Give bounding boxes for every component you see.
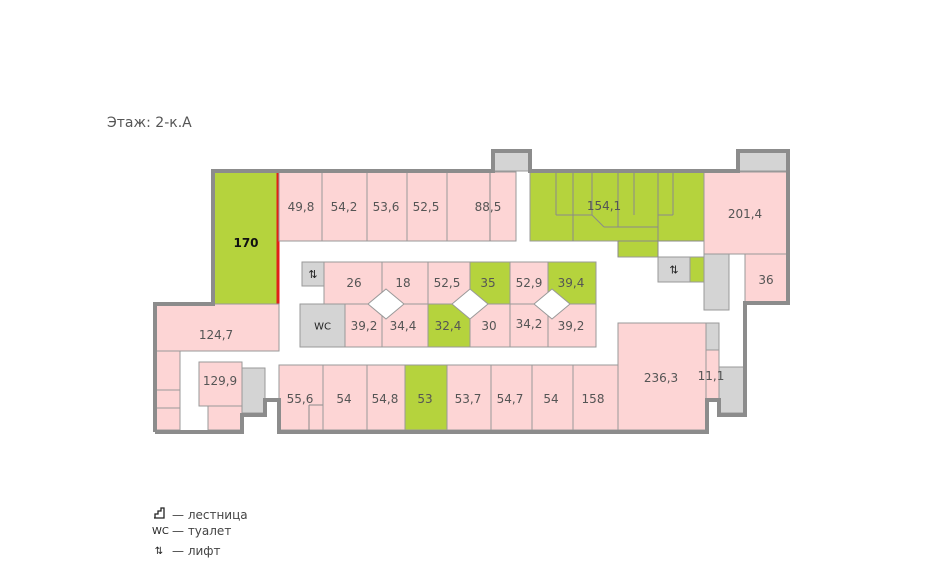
floor-title: Этаж: 2-к.А — [107, 115, 192, 131]
legend-stairs: — лестница — [152, 507, 248, 522]
service-area — [737, 150, 788, 172]
room-area-label: 11,1 — [698, 369, 725, 383]
service-area — [705, 322, 720, 351]
room-area-label: 18 — [395, 276, 410, 290]
room-area-label: 49,8 — [288, 200, 315, 214]
room-occupied[interactable] — [198, 361, 243, 407]
room-unlabelled — [207, 405, 243, 431]
room-area-label: 36 — [758, 273, 773, 287]
room-area-label: 39,2 — [558, 319, 585, 333]
room-area-label: 54,8 — [372, 392, 399, 406]
legend-lift: ⇅ — лифт — [152, 544, 221, 558]
room-area-label: 154,1 — [587, 199, 621, 213]
atrium-opening — [451, 288, 489, 320]
service-area — [703, 253, 730, 311]
room-area-label: 52,9 — [516, 276, 543, 290]
room-area-label: 39,4 — [558, 276, 585, 290]
room-unlabelled — [154, 389, 181, 409]
wc-icon: WC — [152, 525, 169, 537]
room-area-label: 39,2 — [351, 319, 378, 333]
lift-icon: ⇅ — [308, 268, 317, 281]
room-area-label: 54 — [543, 392, 558, 406]
room-area-label: 170 — [233, 236, 258, 250]
outer-wall — [153, 149, 790, 434]
room-area-label: 54,2 — [331, 200, 358, 214]
room-area-label: 54,7 — [497, 392, 524, 406]
room-area-label: 53,7 — [455, 392, 482, 406]
room-area-label: 129,9 — [203, 374, 237, 388]
room-partition — [591, 214, 605, 228]
service-area — [492, 150, 531, 172]
room-unlabelled — [154, 407, 181, 431]
atrium-opening — [367, 288, 405, 320]
room-area-label: 35 — [480, 276, 495, 290]
room-area-label: 34,2 — [516, 317, 543, 331]
legend-label: — туалет — [172, 524, 232, 538]
room-area-label: 53,6 — [373, 200, 400, 214]
service-area — [241, 367, 266, 414]
legend-label: — лестница — [172, 507, 248, 522]
room-area-label: 52,5 — [434, 276, 461, 290]
room-area-label: 201,4 — [728, 207, 762, 221]
room-area-label: 54 — [336, 392, 351, 406]
room-area-label: 124,7 — [199, 328, 233, 342]
room-area-label: 236,3 — [644, 371, 678, 385]
room-area-label: 34,4 — [390, 319, 417, 333]
room-unlabelled — [154, 350, 181, 391]
lift-icon: ⇅ — [669, 264, 678, 277]
room-area-label: 30 — [481, 319, 496, 333]
room-area-label: 32,4 — [435, 319, 462, 333]
room-area-label: 26 — [346, 276, 361, 290]
room-occupied[interactable] — [547, 303, 597, 348]
stairs-icon — [152, 507, 166, 522]
room-area-label: 55,6 — [287, 392, 314, 406]
wc-icon: WC — [314, 322, 331, 333]
lift-icon: ⇅ — [154, 545, 164, 557]
legend-wc: WC — туалет — [152, 524, 231, 538]
room-area-label: 158 — [582, 392, 605, 406]
room-area-label: 88,5 — [475, 200, 502, 214]
room-area-label: 52,5 — [413, 200, 440, 214]
room-area-label: 53 — [417, 392, 432, 406]
atrium-opening — [533, 288, 571, 320]
legend-label: — лифт — [172, 544, 221, 558]
